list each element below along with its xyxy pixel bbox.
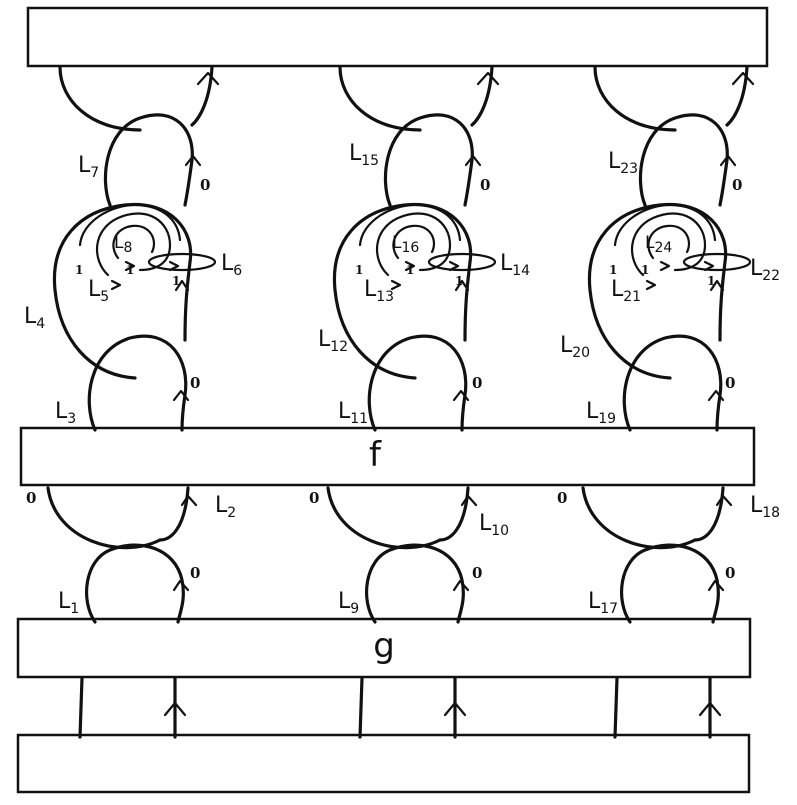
g-box-label: g [373,626,395,666]
label-L13: L13 [364,277,394,305]
label-L1: L1 [58,589,79,617]
label-L14: L14 [500,251,530,279]
framing-0: 0 [557,489,567,507]
framing-1: 1 [75,263,83,277]
framing-0: 0 [190,564,200,582]
label-L24: L24 [645,233,672,256]
g-box [16,617,752,679]
framing-1: 1 [609,263,617,277]
label-L5: L5 [88,277,109,305]
framing-0: 0 [190,374,200,392]
framing-1: 1 [355,263,363,277]
label-L22: L22 [750,256,780,284]
framing-1: 1 [172,274,180,288]
framing-1: 1 [406,263,414,277]
label-L20: L20 [560,333,590,361]
framing-1: 1 [641,263,649,277]
label-L11: L11 [338,399,368,427]
label-L15: L15 [349,141,379,169]
label-L10: L10 [479,511,509,539]
label-L4: L4 [24,304,45,332]
label-L6: L6 [221,251,242,279]
label-L16: L16 [392,233,419,256]
f-box-label: f [369,435,382,475]
framing-0: 0 [472,374,482,392]
label-L2: L2 [215,493,236,521]
label-L12: L12 [318,327,348,355]
bottom-box [16,733,751,794]
label-L7: L7 [78,153,99,181]
framing-0: 0 [732,176,742,194]
framing-0: 0 [725,374,735,392]
label-L9: L9 [338,589,359,617]
label-L21: L21 [611,277,641,305]
framing-0: 0 [472,564,482,582]
framing-0: 0 [725,564,735,582]
framing-0: 0 [200,176,210,194]
label-L23: L23 [608,149,638,177]
label-L3: L3 [55,399,76,427]
framing-0: 0 [26,489,36,507]
label-L8: L8 [114,233,132,256]
label-L17: L17 [588,589,618,617]
framing-0: 0 [309,489,319,507]
framing-0: 0 [480,176,490,194]
f-box [19,426,756,487]
top-box [26,6,769,68]
framing-1: 1 [707,274,715,288]
framing-1: 1 [126,263,134,277]
framing-1: 1 [455,274,463,288]
label-L19: L19 [586,399,616,427]
label-L18: L18 [750,493,780,521]
